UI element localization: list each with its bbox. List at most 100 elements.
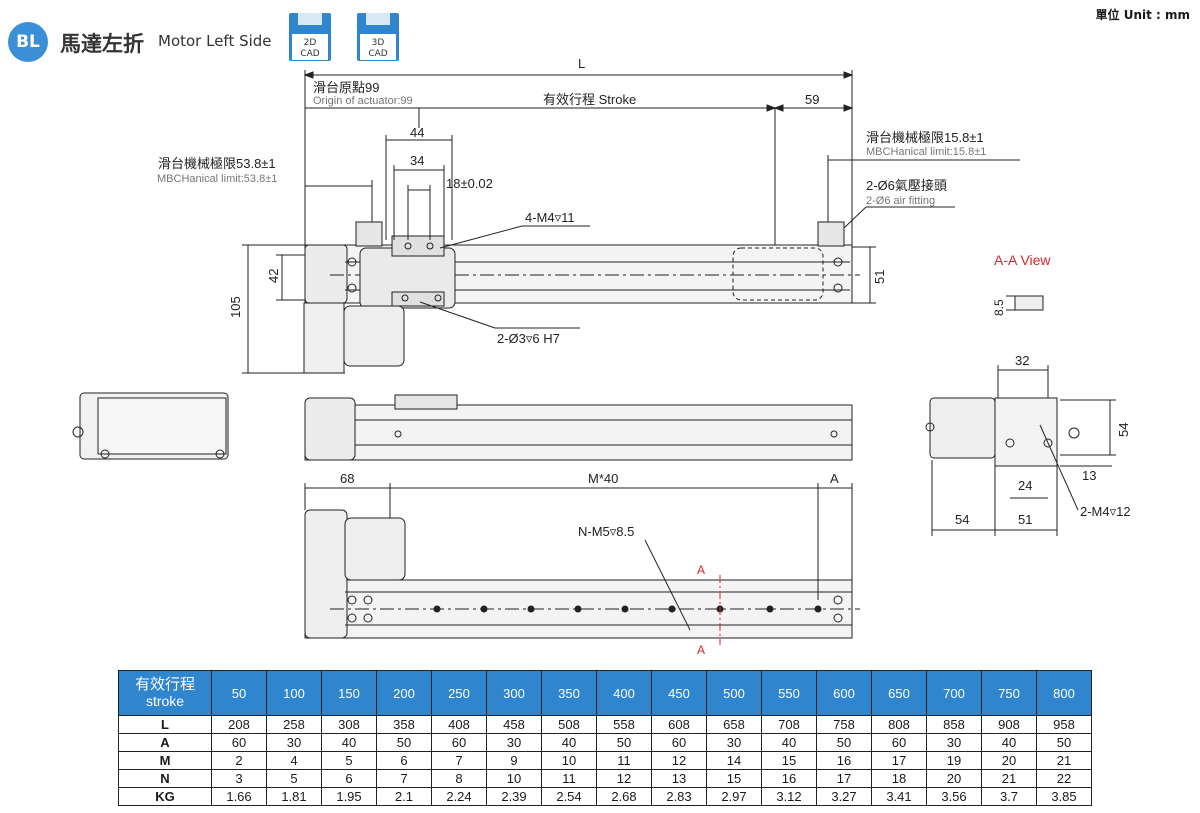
table-cell: 19 (926, 751, 982, 770)
stroke-header: 有效行程 stroke (118, 670, 212, 716)
table-cell: 60 (431, 733, 487, 752)
table-cell: 50 (1036, 733, 1092, 752)
table-cell: 358 (376, 715, 432, 734)
table-cell: 3.56 (926, 787, 982, 806)
table-cell: 6 (376, 751, 432, 770)
table-cell: 11 (541, 769, 597, 788)
table-cell: 8 (431, 769, 487, 788)
title-english: Motor Left Side (158, 32, 272, 50)
dim-54-vertical: 54 (1116, 423, 1131, 437)
table-cell: 2.97 (706, 787, 762, 806)
table-cell: 2.83 (651, 787, 707, 806)
dim-8-5-aa: 8.5 (992, 299, 1006, 316)
cad-2d-icon[interactable]: 2D CAD (288, 12, 332, 62)
stroke-col: 700 (926, 670, 982, 716)
stroke-col: 150 (321, 670, 377, 716)
table-cell: 14 (706, 751, 762, 770)
table-cell: 908 (981, 715, 1037, 734)
table-cell: 7 (431, 751, 487, 770)
table-cell: 60 (651, 733, 707, 752)
table-cell: 3.85 (1036, 787, 1092, 806)
table-cell: 16 (761, 769, 817, 788)
table-cell: 608 (651, 715, 707, 734)
table-cell: 708 (761, 715, 817, 734)
table-cell: 15 (706, 769, 762, 788)
table-cell: 408 (431, 715, 487, 734)
table-cell: 1.66 (211, 787, 267, 806)
cad-3d-icon[interactable]: 3D CAD (356, 12, 400, 62)
mech-limit-right-en: MBCHanical limit:15.8±1 (866, 146, 986, 158)
stroke-col: 50 (211, 670, 267, 716)
dim-M40: M*40 (588, 471, 618, 486)
table-cell: 15 (761, 751, 817, 770)
stroke-col: 300 (486, 670, 542, 716)
stroke-header-en: stroke (145, 693, 185, 709)
table-cell: 40 (761, 733, 817, 752)
dim-32: 32 (1015, 353, 1029, 368)
air-fitting-en: 2-Ø6 air fitting (866, 195, 935, 207)
table-cell: 3.12 (761, 787, 817, 806)
table-cell: 858 (926, 715, 982, 734)
stroke-col: 250 (431, 670, 487, 716)
top-view (303, 221, 860, 374)
table-cell: 40 (981, 733, 1037, 752)
table-cell: 5 (266, 769, 322, 788)
table-cell: 558 (596, 715, 652, 734)
dim-59: 59 (805, 92, 819, 107)
section-A-bottom: A (697, 643, 705, 657)
table-cell: 2 (211, 751, 267, 770)
table-cell: 2.24 (431, 787, 487, 806)
spec-header-row: 有效行程 stroke 50 100 150 200 250 300 350 4… (118, 670, 1092, 716)
table-cell: 50 (816, 733, 872, 752)
row-header: A (118, 733, 212, 752)
stroke-col: 600 (816, 670, 872, 716)
mech-limit-right-zh: 滑台機械極限15.8±1 (866, 130, 984, 145)
table-cell: 30 (486, 733, 542, 752)
stroke-col: 750 (981, 670, 1037, 716)
side-view (304, 394, 853, 461)
table-cell: 2.1 (376, 787, 432, 806)
stroke-col: 650 (871, 670, 927, 716)
mech-limit-left-zh: 滑台機械極限53.8±1 (158, 156, 276, 171)
stroke-col: 100 (266, 670, 322, 716)
cad-2d-bottom-label: CAD (300, 49, 319, 59)
table-cell: 10 (486, 769, 542, 788)
row-header: KG (118, 787, 212, 806)
stroke-col: 350 (541, 670, 597, 716)
table-cell: 10 (541, 751, 597, 770)
origin-en-label: Origin of actuator:99 (313, 95, 413, 107)
table-cell: 808 (871, 715, 927, 734)
pin-hole-label: 2-Ø3▿6 H7 (497, 331, 560, 346)
m4-bottom-label: 2-M4▿12 (1080, 504, 1131, 519)
table-cell: 20 (981, 751, 1037, 770)
unit-label: 單位 Unit : mm (1095, 8, 1190, 22)
table-cell: 17 (816, 769, 872, 788)
table-cell: 3.27 (816, 787, 872, 806)
cad-3d-top-label: 3D (372, 38, 385, 48)
stroke-header-zh: 有效行程 (134, 676, 195, 693)
dim-68: 68 (340, 471, 354, 486)
table-cell: 258 (266, 715, 322, 734)
dim-42: 42 (266, 269, 281, 283)
title-chinese: 馬達左折 (60, 32, 144, 56)
dim-34: 34 (410, 153, 424, 168)
dim-51-bottom: 51 (1018, 512, 1032, 527)
m4-thread-label: 4-M4▿11 (525, 210, 575, 225)
table-cell: 958 (1036, 715, 1092, 734)
table-cell: 60 (871, 733, 927, 752)
table-cell: 11 (596, 751, 652, 770)
bottom-view (304, 509, 860, 639)
table-cell: 3 (211, 769, 267, 788)
stroke-col: 550 (761, 670, 817, 716)
row-header: M (118, 751, 212, 770)
table-cell: 50 (596, 733, 652, 752)
table-cell: 20 (926, 769, 982, 788)
table-cell: 308 (321, 715, 377, 734)
dim-13: 13 (1082, 468, 1096, 483)
series-badge: BL (8, 22, 48, 62)
stroke-col: 500 (706, 670, 762, 716)
mech-limit-left-en: MBCHanical limit:53.8±1 (157, 173, 277, 185)
